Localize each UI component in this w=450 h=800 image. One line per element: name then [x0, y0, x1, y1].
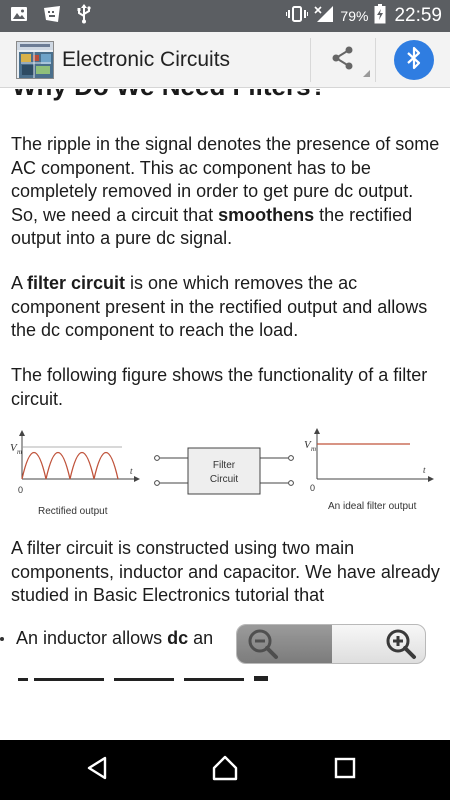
usb-icon	[76, 3, 92, 29]
vibrate-icon	[285, 5, 310, 28]
image-icon	[10, 5, 28, 28]
bluetooth-icon	[405, 46, 423, 75]
paragraph-following-figure: The following figure shows the functiona…	[11, 365, 428, 409]
battery-percent: 79%	[340, 8, 369, 24]
back-button[interactable]	[68, 740, 128, 800]
filter-circuit-figure: V m 0 t Rectified output Filter Circuit	[10, 424, 440, 519]
battery-icon	[374, 3, 386, 29]
filter-box-line1: Filter	[213, 460, 236, 471]
status-right: 79% 22:59	[285, 0, 442, 32]
home-button[interactable]	[195, 740, 255, 800]
zoom-out-icon	[245, 626, 279, 664]
app-bar: Electronic Circuits	[0, 32, 450, 88]
navigation-bar	[0, 740, 450, 800]
article-content[interactable]: Why Do We Need Filters? The ripple in th…	[0, 89, 450, 681]
filter-box-line2: Circuit	[210, 474, 239, 485]
section-heading: Why Do We Need Filters?	[12, 89, 326, 102]
home-icon	[211, 754, 239, 787]
zoom-in-button[interactable]	[330, 625, 425, 664]
svg-text:0: 0	[18, 485, 23, 495]
zoom-control	[236, 624, 426, 664]
filter-block-diagram: Filter Circuit	[154, 447, 294, 495]
paragraph-ripple: The ripple in the signal denotes the pre…	[11, 134, 440, 248]
svg-text:t: t	[130, 466, 133, 476]
status-bar: 79% 22:59	[0, 0, 450, 32]
list-item-inductor: An inductor allows dc an	[0, 628, 213, 649]
ideal-filter-output-plot: V m 0 t An ideal filter output	[304, 428, 434, 512]
svg-text:m: m	[17, 448, 22, 456]
zoom-in-icon	[383, 626, 417, 664]
app-title: Electronic Circuits	[62, 48, 231, 71]
overflow-corner-indicator	[363, 70, 370, 77]
list-item-capacitor-clipped	[16, 671, 336, 681]
share-button[interactable]	[310, 38, 376, 82]
signal-icon	[314, 5, 334, 28]
share-icon	[330, 45, 356, 76]
content-footer-space	[0, 681, 450, 741]
recents-button[interactable]	[315, 740, 375, 800]
left-vm-label: V	[10, 442, 18, 454]
bullet-dot	[0, 637, 4, 641]
bluetooth-button[interactable]	[394, 40, 434, 80]
keyboard-icon	[42, 4, 62, 29]
status-clock: 22:59	[394, 5, 442, 26]
svg-text:t: t	[423, 465, 426, 475]
rectified-output-plot: V m 0 t Rectified output	[10, 430, 140, 517]
zoom-out-button[interactable]	[237, 625, 332, 664]
app-logo-icon	[16, 41, 54, 79]
ideal-filter-caption: An ideal filter output	[328, 501, 417, 512]
svg-text:m: m	[311, 445, 316, 453]
rectified-output-caption: Rectified output	[38, 506, 108, 517]
svg-text:0: 0	[310, 483, 315, 493]
back-icon	[85, 755, 111, 786]
recents-icon	[333, 756, 357, 785]
paragraph-filter-circuit: A filter circuit is one which removes th…	[11, 273, 428, 340]
paragraph-filter-components: A filter circuit is constructed using tw…	[11, 538, 440, 605]
right-vm-label: V	[304, 439, 312, 451]
status-left	[10, 0, 92, 32]
